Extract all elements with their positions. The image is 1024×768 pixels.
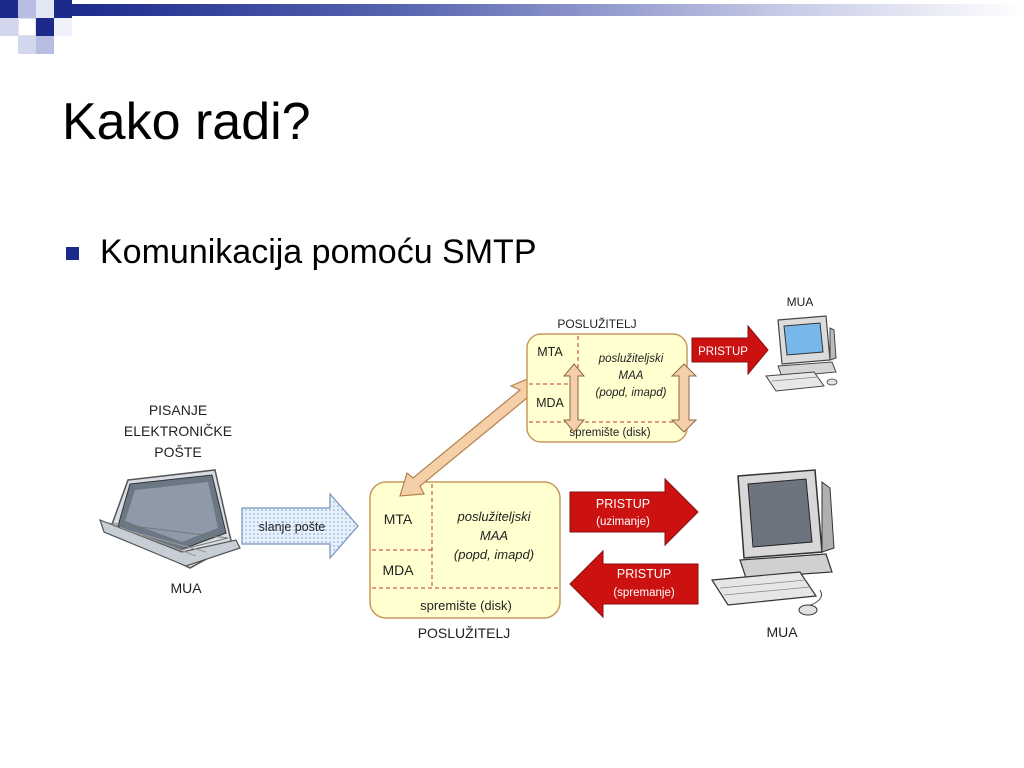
remote-maa-line-2: MAA [619,370,644,382]
remote-access-label: PRISTUP [698,346,748,358]
remote-maa-line-1: poslužiteljski [598,353,664,365]
access-retrieve-arrow: PRISTUP (uzimanje) [569,477,699,547]
main-maa-line-1: poslužiteljski [457,509,532,524]
access-retrieve-line-2: (uzimanje) [596,516,650,528]
access-store-arrow: PRISTUP (spremanje) [569,549,699,619]
left-mua-label: MUA [170,580,202,596]
page-title: Kako radi? [62,93,311,151]
bottom-mua-label: MUA [766,624,798,640]
desktop-computer-icon-small [765,315,838,392]
remote-maa-line-3: (popd, imapd) [596,387,667,399]
main-storage-label: spremište (disk) [420,598,512,613]
remote-server-box: MTA MDA poslužiteljski MAA (popd, imapd)… [526,333,688,443]
writing-label-line-2: ELEKTRONIČKE [124,423,232,439]
remote-mta-label: MTA [537,345,563,359]
bullet-marker [66,247,79,260]
writing-label-line-1: PISANJE [149,402,207,418]
main-mta-label: MTA [384,511,413,527]
smtp-diagram: PISANJE ELEKTRONIČKE POŠTE MUA slanje po… [99,295,838,641]
remote-mda-label: MDA [536,396,564,410]
main-maa-line-3: (popd, imapd) [454,547,534,562]
send-mail-label: slanje pošte [259,520,326,534]
access-store-line-2: (spremanje) [613,587,675,599]
top-mua-label: MUA [787,295,814,309]
laptop-icon [99,469,241,569]
remote-access-arrow: PRISTUP [691,324,769,376]
remote-vertical-arrow-left [562,363,586,433]
send-mail-arrow: slanje pošte [241,492,359,560]
main-server-caption: POSLUŽITELJ [418,625,511,641]
header-bar [72,4,1024,16]
writing-email-label: PISANJE ELEKTRONIČKE POŠTE [124,402,232,460]
remote-server-caption: POSLUŽITELJ [557,316,636,331]
remote-storage-label: spremište (disk) [569,427,650,439]
desktop-computer-icon [710,469,835,616]
access-store-line-1: PRISTUP [617,567,671,581]
access-retrieve-line-1: PRISTUP [596,497,650,511]
main-maa-line-2: MAA [480,528,508,543]
remote-vertical-arrow-right [670,363,698,433]
main-server-box: MTA MDA poslužiteljski MAA (popd, imapd)… [369,481,561,619]
writing-label-line-3: POŠTE [154,444,201,460]
server-link-arrow [399,376,537,497]
main-mda-label: MDA [382,562,414,578]
bullet-text: Komunikacija pomoću SMTP [100,233,537,271]
